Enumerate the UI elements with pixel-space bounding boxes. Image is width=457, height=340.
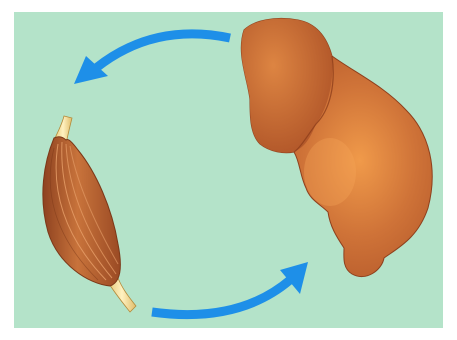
cycle-diagram xyxy=(14,12,443,328)
diagram-svg xyxy=(14,12,443,328)
